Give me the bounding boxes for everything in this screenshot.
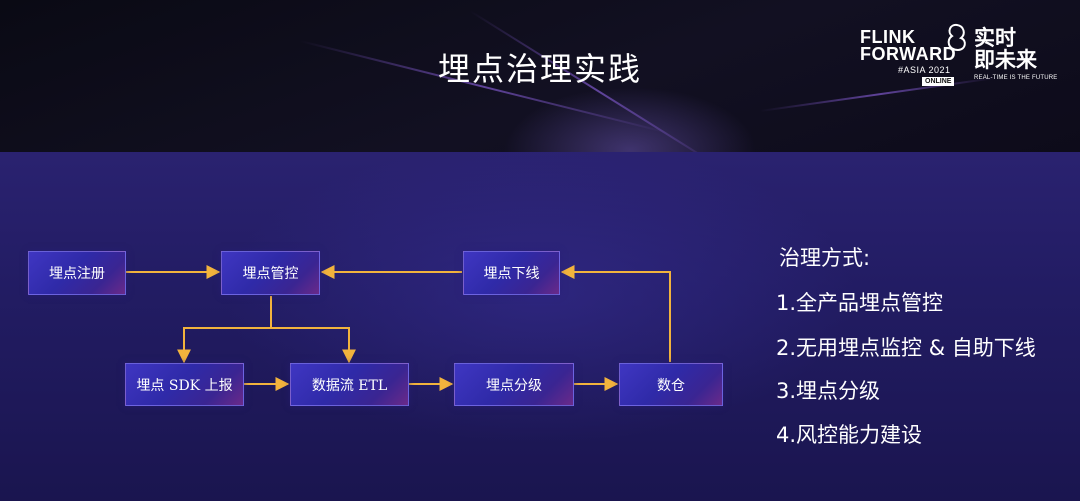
header-background xyxy=(0,0,1080,171)
node-register: 埋点注册 xyxy=(28,251,126,295)
methods-title: 治理方式: xyxy=(779,246,871,270)
node-grading: 埋点分级 xyxy=(454,363,574,406)
flink-forward-logo: FLINK FORWARD #ASIA 2021 ONLINE 实时 即未来 R… xyxy=(858,22,1057,88)
logo-slogan: REAL-TIME IS THE FUTURE xyxy=(974,75,1058,81)
edge-warehouse-to-offline xyxy=(560,265,671,362)
method-item: 2.无用埋点监控 & 自助下线 xyxy=(776,336,1036,360)
logo-forward-text: FORWARD xyxy=(860,44,957,64)
logo-flink-text: FLINK xyxy=(860,27,916,47)
logo-edition-text: #ASIA 2021 xyxy=(898,65,951,75)
node-offline: 埋点下线 xyxy=(463,251,560,295)
method-item: 4.风控能力建设 xyxy=(776,423,923,447)
method-item: 1.全产品埋点管控 xyxy=(776,291,944,315)
squirrel-icon xyxy=(947,23,966,52)
method-item: 3.埋点分级 xyxy=(776,379,881,403)
node-sdk-report: 埋点 SDK 上报 xyxy=(125,363,244,406)
edge-control-to-etl xyxy=(271,327,356,364)
edge-control-to-sdk xyxy=(177,296,272,364)
node-control: 埋点管控 xyxy=(221,251,320,295)
node-etl: 数据流 ETL xyxy=(290,363,409,406)
logo-online-badge: ONLINE xyxy=(922,77,955,86)
node-warehouse: 数仓 xyxy=(619,363,723,406)
logo-cn-line1: 实时 xyxy=(974,26,1016,50)
logo-cn-line2: 即未来 xyxy=(974,48,1037,72)
slide-title: 埋点治理实践 xyxy=(437,50,642,88)
content-background xyxy=(0,152,1080,501)
